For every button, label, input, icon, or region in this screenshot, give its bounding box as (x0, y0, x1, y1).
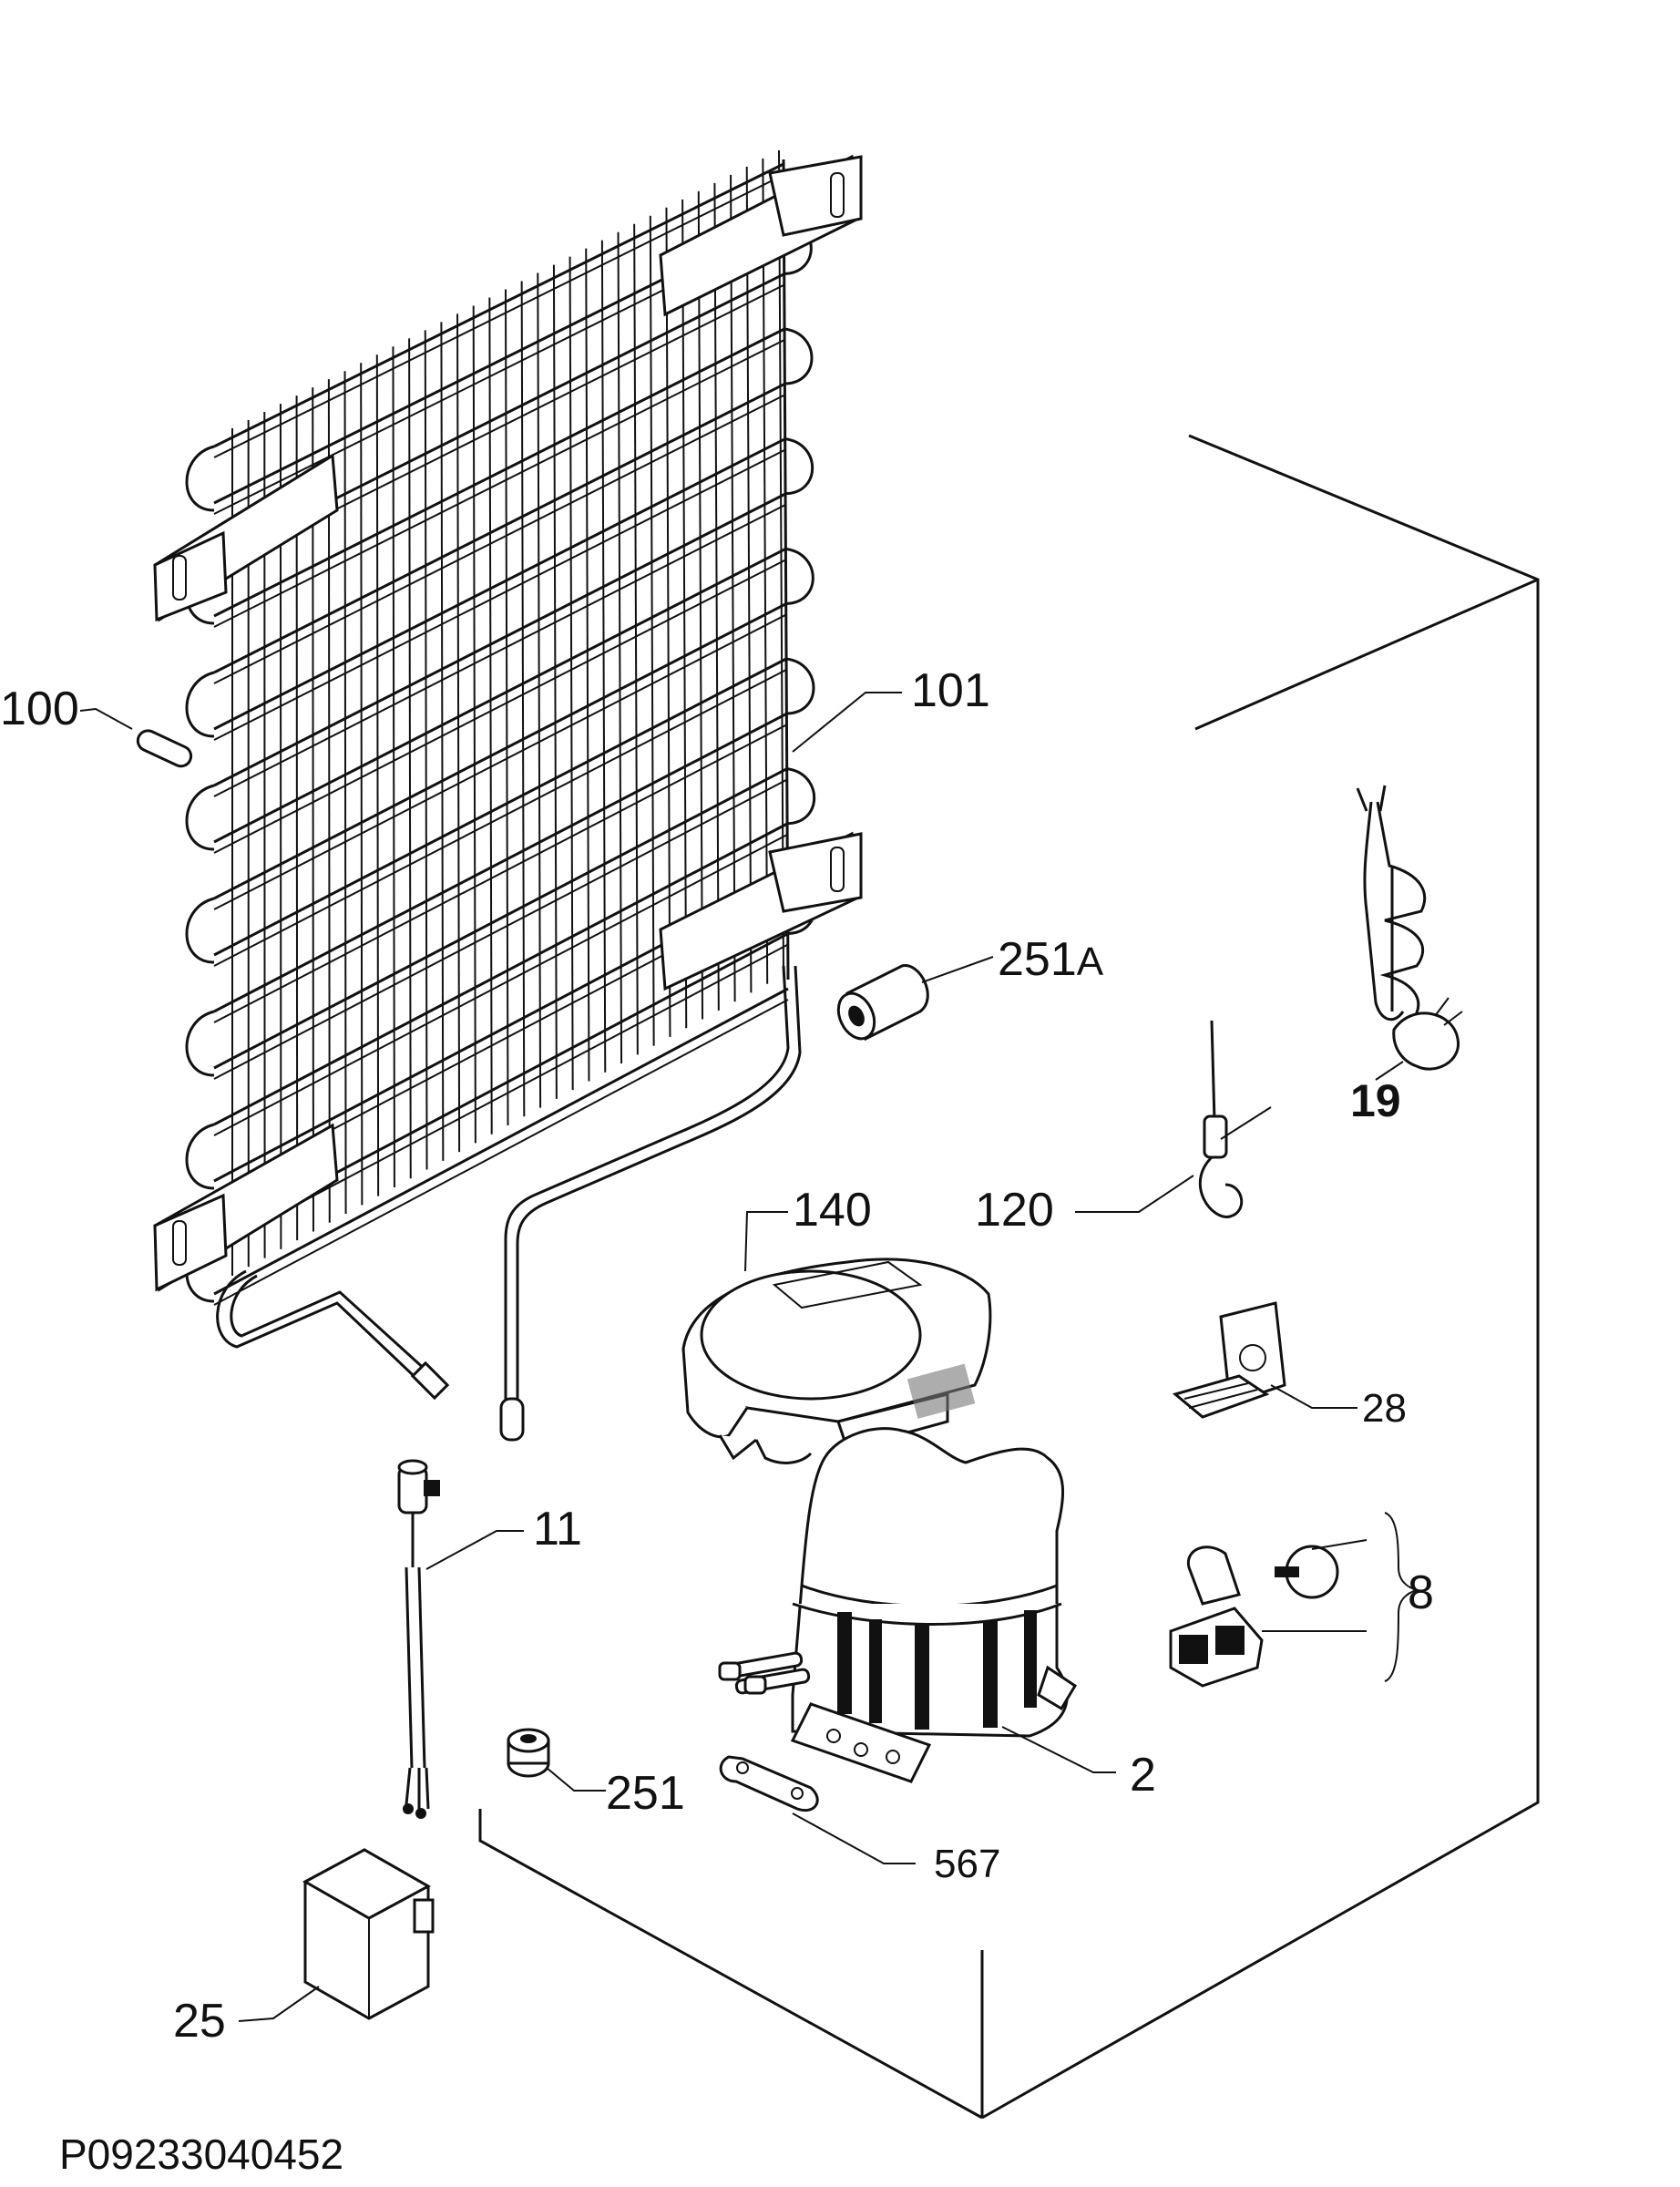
condenser-bend (786, 767, 816, 826)
condenser-wire (213, 382, 786, 674)
condenser-wire (360, 363, 364, 1206)
cabinet-outline (478, 434, 1540, 2120)
condenser-wire (213, 767, 788, 1070)
condenser-pipes (216, 965, 802, 1442)
condenser-wire (343, 371, 347, 1215)
condenser-wire (213, 657, 787, 957)
condenser-wire (213, 669, 787, 967)
condenser-wire (213, 162, 784, 448)
condenser-bend (784, 437, 814, 496)
condenser-brackets (153, 154, 863, 1292)
condenser-wire (681, 199, 688, 1029)
condenser-wire (213, 713, 788, 1013)
condenser-wire (520, 281, 526, 1117)
label-140: 140 (793, 1184, 872, 1237)
condenser-wire (213, 834, 788, 1136)
condenser-wire (213, 504, 786, 797)
condenser-wire (213, 394, 785, 684)
label-11: 11 (533, 1503, 582, 1556)
label-2: 2 (1130, 1749, 1156, 1802)
part-140-tray (681, 1211, 992, 1464)
label-251a: 251A (998, 933, 1104, 986)
condenser-wire (569, 256, 574, 1091)
part-567-strip (719, 1755, 916, 1864)
condenser-wire (617, 231, 623, 1064)
condenser-wire (312, 387, 314, 1232)
condenser-wire (713, 182, 720, 1011)
leader-lines (792, 692, 902, 753)
condenser-wire (392, 346, 395, 1187)
condenser-wire (213, 987, 789, 1296)
label-120: 120 (975, 1184, 1054, 1237)
diagram-code: P09233040452 (59, 2131, 343, 2178)
condenser-wire (424, 330, 428, 1170)
condenser-wire (213, 613, 787, 910)
condenser-wire (552, 264, 558, 1099)
condenser-wire (327, 379, 331, 1223)
condenser-wire (375, 354, 380, 1196)
condenser-bend (185, 671, 215, 738)
label-567: 567 (934, 1842, 1000, 1886)
condenser-wire (213, 448, 786, 741)
label-100: 100 (0, 683, 79, 735)
condenser-bend (785, 657, 815, 715)
condenser-bend (784, 327, 814, 385)
condenser-wire (633, 223, 639, 1055)
condenser-wire (408, 338, 412, 1179)
condenser-wire (213, 327, 785, 618)
condenser-wire (213, 339, 785, 628)
label-28: 28 (1362, 1386, 1407, 1431)
condenser-wire (440, 322, 445, 1161)
part-labels: 100 101 251A 19 120 140 28 11 8 251 2 56… (0, 664, 1434, 2048)
condenser-wire (213, 602, 787, 900)
label-25: 25 (173, 1995, 226, 2048)
condenser-bend (185, 784, 215, 851)
condenser-wire (697, 190, 704, 1020)
condenser-wire (745, 166, 753, 993)
part-28-bracket (1172, 1301, 1357, 1419)
condenser-wire (213, 778, 788, 1080)
condenser-wire (600, 240, 607, 1073)
part-100-pin (79, 707, 193, 768)
condenser-wire (649, 215, 655, 1046)
part-8-relay (1169, 1512, 1420, 1688)
part-11-thermostat (397, 1459, 524, 1819)
part-251-grommet (507, 1728, 606, 1792)
label-101: 101 (911, 664, 990, 717)
label-251: 251 (606, 1767, 685, 1820)
part-25-box (238, 1848, 435, 2022)
label-19: 19 (1350, 1075, 1401, 1126)
condenser-wire (213, 559, 786, 854)
condenser-wire (213, 174, 784, 458)
condenser-wire (456, 313, 461, 1153)
condenser-wire (505, 289, 509, 1126)
condenser-wire (213, 999, 789, 1306)
condenser-bend (185, 1010, 215, 1077)
condenser-wire (213, 547, 787, 844)
condenser-grid (185, 149, 816, 1306)
condenser-bend (185, 1123, 215, 1190)
part-120-sensor (1075, 1020, 1272, 1218)
condenser-bend (185, 445, 215, 512)
condenser-wire (213, 822, 788, 1126)
condenser-wire (537, 272, 542, 1108)
condenser-wire (585, 248, 590, 1082)
condenser-wire (213, 437, 786, 731)
condenser-wire (213, 492, 786, 787)
compressor-stripes (837, 1610, 1037, 1730)
condenser-wire (472, 305, 476, 1144)
condenser-wire (213, 724, 787, 1023)
condenser-bend (785, 547, 814, 605)
condenser-wire (665, 207, 671, 1037)
part-19-power-cord (1356, 785, 1463, 1081)
condenser-bend (185, 897, 215, 964)
label-8: 8 (1408, 1566, 1434, 1619)
part-2-compressor (718, 1427, 1116, 1783)
condenser-wire (730, 174, 736, 1002)
condenser-wire (488, 297, 493, 1135)
part-251a-sleeve (836, 956, 994, 1042)
condenser-side-tube (782, 159, 790, 981)
